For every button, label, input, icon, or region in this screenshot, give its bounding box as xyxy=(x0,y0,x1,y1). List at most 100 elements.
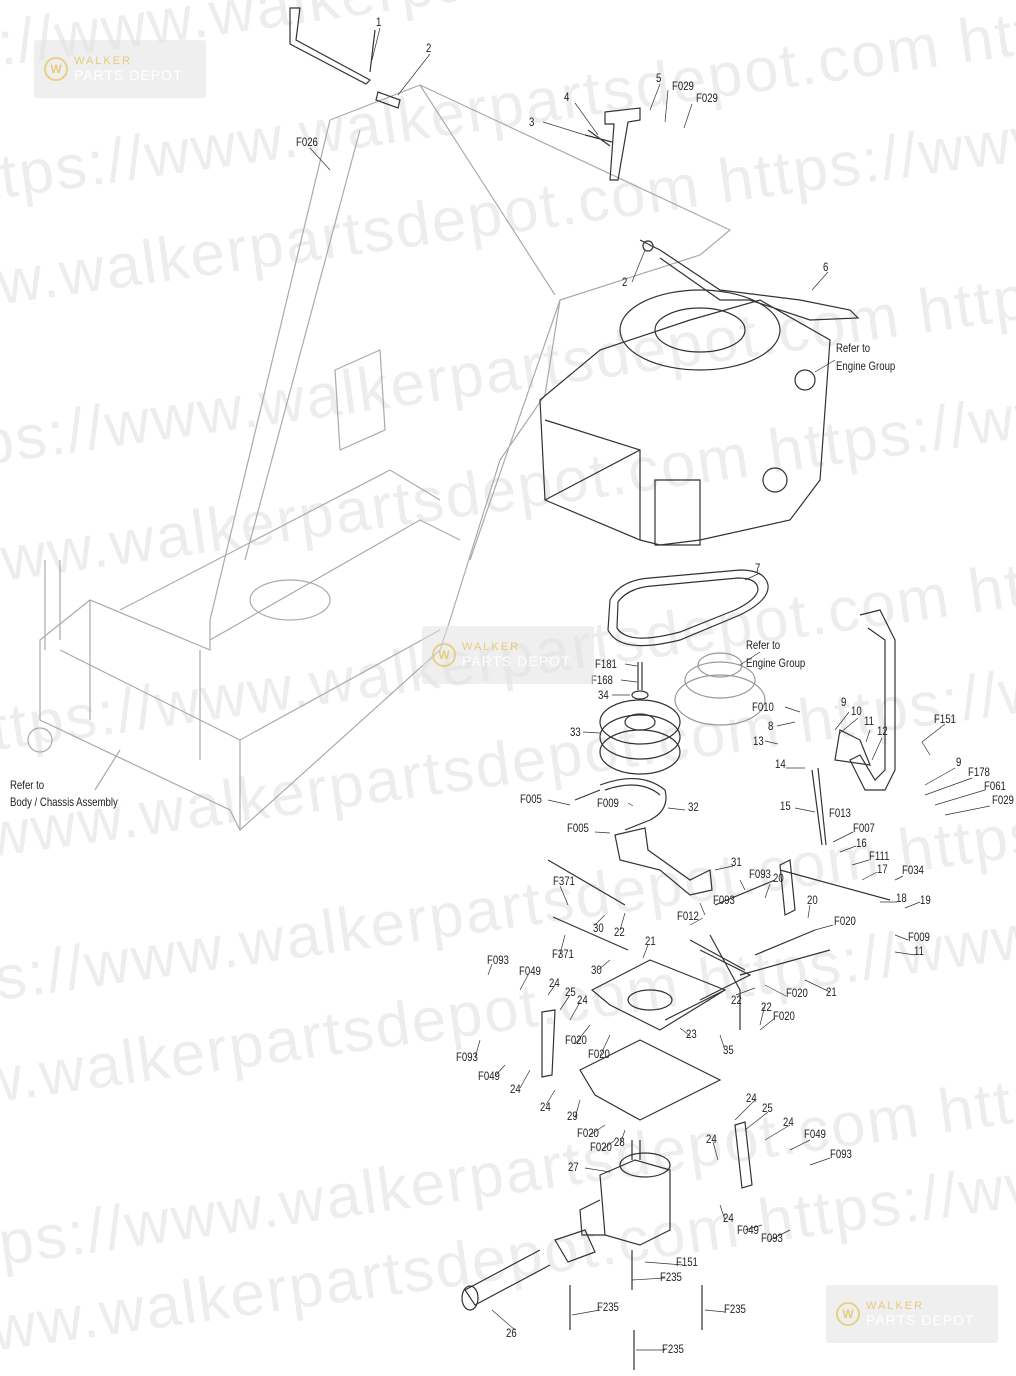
part-callout: 12 xyxy=(877,724,888,738)
part-callout: 9 xyxy=(841,695,847,709)
part-callout: 25 xyxy=(762,1101,773,1115)
part-callout: F111 xyxy=(869,849,890,863)
part-callout: F181 xyxy=(595,657,617,671)
part-callout: F093 xyxy=(713,893,735,907)
part-callout: 20 xyxy=(773,871,784,885)
part-callout: F151 xyxy=(934,712,956,726)
part-callout: F235 xyxy=(724,1302,746,1316)
part-callout: F178 xyxy=(968,765,990,779)
part-callout: 7 xyxy=(755,561,761,575)
logo-line2: PARTS DEPOT xyxy=(462,653,571,669)
part-callout: F235 xyxy=(662,1342,684,1356)
logo-mark-icon: W xyxy=(432,643,456,667)
part-callout: F371 xyxy=(552,947,574,961)
pulley-33 xyxy=(599,662,681,775)
part-callout: 26 xyxy=(506,1326,517,1340)
part-callout: F029 xyxy=(672,79,694,93)
part-callout: 24 xyxy=(510,1082,521,1096)
reference-note: Refer to xyxy=(836,341,871,355)
part-callout: F061 xyxy=(984,779,1006,793)
part-callout: F013 xyxy=(829,806,851,820)
part-callout: 34 xyxy=(598,688,609,702)
part-callout: F029 xyxy=(992,793,1014,807)
part-callout: 11 xyxy=(914,944,924,958)
links-25 xyxy=(541,1009,753,1189)
part-callout: 3 xyxy=(529,115,535,129)
brake-band xyxy=(574,777,667,831)
part-callout: F020 xyxy=(588,1047,610,1061)
part-callout: 35 xyxy=(723,1043,734,1057)
part-callout: 18 xyxy=(896,891,907,905)
part-callout: 29 xyxy=(567,1109,578,1123)
shift-lever xyxy=(714,609,896,976)
part-callout: 32 xyxy=(688,800,699,814)
part-callout: F093 xyxy=(487,953,509,967)
part-callout: 11 xyxy=(864,714,874,728)
part-callout: 23 xyxy=(686,1027,697,1041)
part-callout: 9 xyxy=(956,755,962,769)
reference-note: Engine Group xyxy=(746,656,806,670)
part-callout: 25 xyxy=(565,985,576,999)
part-callout: 15 xyxy=(780,799,791,813)
part-callout: F093 xyxy=(456,1050,478,1064)
part-callout: 30 xyxy=(591,963,602,977)
logo-mark-icon: W xyxy=(836,1302,860,1326)
part-callout: 24 xyxy=(783,1115,794,1129)
part-callout: F020 xyxy=(773,1009,795,1023)
part-callout: F168 xyxy=(591,673,613,687)
part-callout: F235 xyxy=(597,1300,619,1314)
part-callout: 2 xyxy=(426,41,432,55)
part-callout: F049 xyxy=(804,1127,826,1141)
mount-frames xyxy=(579,934,752,1121)
part-callout: F151 xyxy=(676,1255,698,1269)
part-callout: 24 xyxy=(577,993,588,1007)
part-callout: 24 xyxy=(706,1132,717,1146)
part-callout: 16 xyxy=(856,836,867,850)
part-callout: F020 xyxy=(834,914,856,928)
reference-note: Engine Group xyxy=(836,359,896,373)
part-callout: F093 xyxy=(761,1231,783,1245)
part-callout: F371 xyxy=(553,874,575,888)
part-callout: 27 xyxy=(568,1160,579,1174)
part-callout: F093 xyxy=(749,867,771,881)
part-callout: 14 xyxy=(775,757,786,771)
gearbox-27 xyxy=(579,1140,671,1246)
part-callout: F012 xyxy=(677,909,699,923)
part-callout: 17 xyxy=(877,862,888,876)
logo-line2: PARTS DEPOT xyxy=(866,1312,975,1328)
part-callout: 4 xyxy=(564,90,570,104)
part-callout: 28 xyxy=(614,1135,625,1149)
part-callout: 22 xyxy=(614,925,625,939)
part-callout: F029 xyxy=(696,91,718,105)
part-callout: F009 xyxy=(597,796,619,810)
bolts-f235 xyxy=(569,1250,703,1370)
part-callout: 1 xyxy=(376,15,382,29)
control-parts-top xyxy=(584,107,860,321)
part-callout: F020 xyxy=(577,1126,599,1140)
part-callout: F010 xyxy=(752,700,774,714)
engine-pulley xyxy=(674,652,766,726)
part-callout: 13 xyxy=(753,734,764,748)
leader-lines xyxy=(309,27,991,1351)
part-callout: F034 xyxy=(902,863,924,877)
part-callout: 24 xyxy=(746,1091,757,1105)
part-callout: F020 xyxy=(565,1033,587,1047)
logo-line1: WALKER xyxy=(74,55,133,67)
part-callout: 6 xyxy=(823,260,829,274)
reference-note: Body / Chassis Assembly xyxy=(10,795,118,809)
part-callout: 22 xyxy=(731,993,742,1007)
part-callout: F093 xyxy=(830,1147,852,1161)
part-callout: 24 xyxy=(540,1100,551,1114)
part-callout: F049 xyxy=(519,964,541,978)
part-callout: 24 xyxy=(723,1211,734,1225)
part-callout: 31 xyxy=(731,855,742,869)
part-callout: 19 xyxy=(920,893,931,907)
part-callout: 2 xyxy=(622,275,628,289)
part-callout: F005 xyxy=(520,792,542,806)
part-callout: 20 xyxy=(807,893,818,907)
part-callout: F049 xyxy=(737,1223,759,1237)
